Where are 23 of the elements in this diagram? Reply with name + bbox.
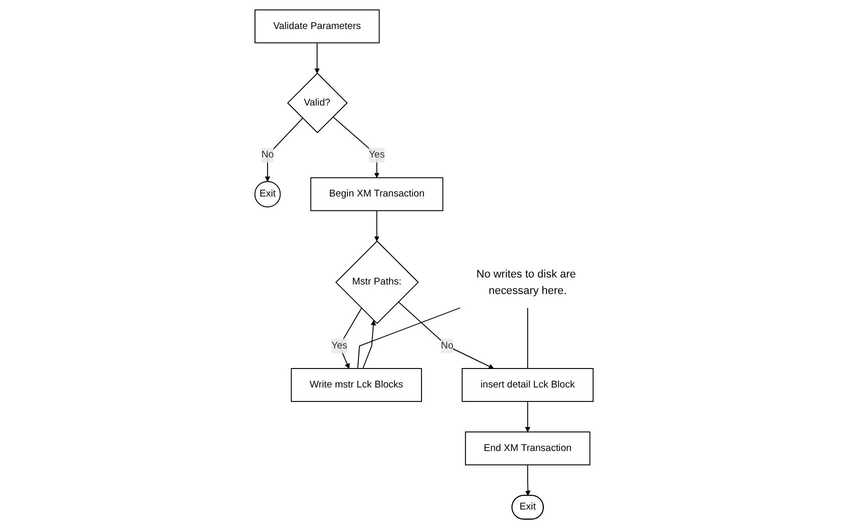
arrow	[525, 400, 530, 432]
node-box: insert detail Lck Block	[462, 368, 594, 402]
node-box: Validate Parameters	[254, 9, 380, 44]
node-text: No writes to disk are necessary here.	[476, 268, 576, 296]
arrow	[525, 464, 531, 496]
arrow	[398, 301, 494, 369]
arrow	[265, 118, 304, 182]
connector	[357, 307, 461, 369]
edge-label: No	[441, 340, 454, 351]
connector	[527, 307, 528, 369]
node-circle: Exit	[254, 181, 281, 208]
arrow	[362, 320, 376, 369]
node-box: Begin XM Transaction	[310, 177, 444, 212]
node-diamond: Mstr Paths:	[335, 240, 419, 324]
edge-label: Yes	[331, 340, 348, 351]
edge-label: Yes	[368, 150, 385, 160]
node-box: End XM Transaction	[465, 431, 590, 466]
arrow	[332, 116, 380, 178]
arrow	[374, 210, 380, 242]
node-box: Write mstr Lck Blocks	[290, 368, 422, 402]
edge-label: No	[261, 150, 274, 160]
node-diamond: Valid?	[287, 72, 348, 134]
arrow	[314, 42, 320, 74]
